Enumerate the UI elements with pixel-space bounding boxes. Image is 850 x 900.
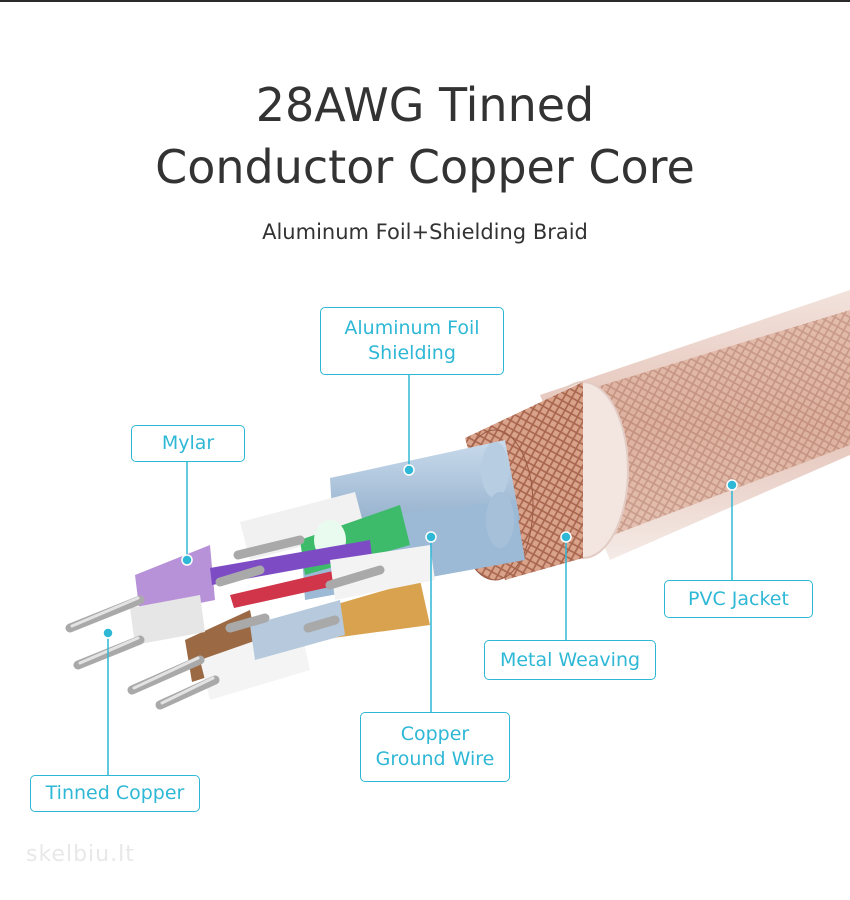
title-line-1: 28AWG Tinned: [255, 78, 595, 132]
subtitle: Aluminum Foil+Shielding Braid: [262, 220, 588, 244]
callout-metal-weaving-label: Metal Weaving: [499, 648, 641, 671]
callout-aluminum-foil-shielding: Aluminum Foil Shielding: [320, 307, 504, 375]
page-title: 28AWG Tinned Conductor Copper Core: [0, 74, 850, 198]
callout-leader-lines: [107, 375, 733, 775]
callout-leader-dots: [102, 464, 738, 639]
strand-highlights: [70, 596, 215, 705]
tinned-copper-strands: [65, 535, 385, 710]
title-line-2: Conductor Copper Core: [155, 140, 695, 194]
callout-copper-ground-line-2: Ground Wire: [375, 748, 495, 770]
callout-metal-weaving: Metal Weaving: [484, 640, 656, 680]
watermark: skelbiu.lt: [26, 842, 135, 867]
callout-pvc-jacket-label: PVC Jacket: [688, 587, 789, 610]
callout-tinned-copper-label: Tinned Copper: [45, 782, 185, 804]
callout-aluminum-foil-line-2: Shielding: [368, 342, 456, 364]
callout-mylar: Mylar: [131, 425, 245, 462]
cable-illustration: [65, 290, 850, 775]
top-border-line: [0, 0, 850, 2]
callout-pvc-jacket: PVC Jacket: [664, 580, 813, 618]
callout-copper-ground-line-1: Copper: [400, 723, 470, 745]
callout-copper-ground-wire: Copper Ground Wire: [360, 712, 510, 782]
callout-mylar-label: Mylar: [161, 432, 215, 454]
pvc-jacket-shape: [537, 290, 850, 560]
callout-aluminum-foil-line-1: Aluminum Foil: [344, 317, 480, 339]
callout-tinned-copper: Tinned Copper: [30, 775, 200, 812]
